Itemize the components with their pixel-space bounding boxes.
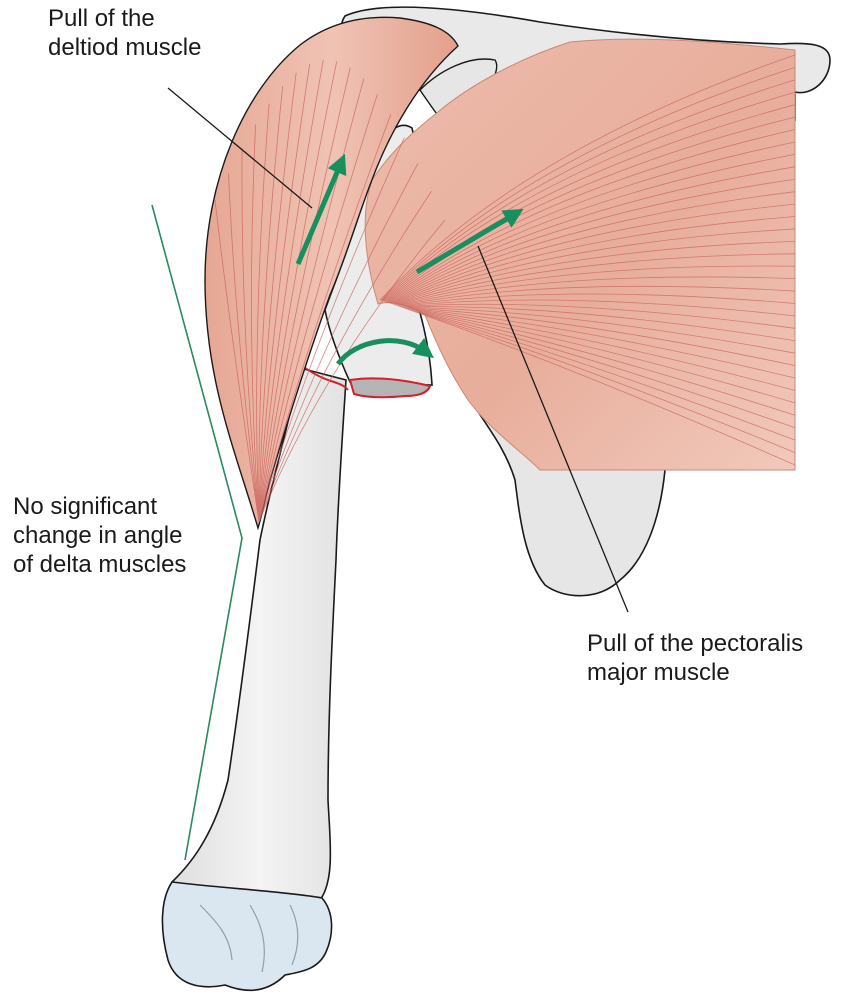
pectoralis-pull-label-line1: Pull of the pectoralis [587,629,803,658]
pectoralis-pull-label-line2: major muscle [587,658,803,687]
angle-note-line2: change in angle [13,521,186,550]
angle-note-label: No significant change in angle of delta … [13,492,186,579]
angle-note-line3: of delta muscles [13,550,186,579]
deltoid-pull-label-line1: Pull of the [48,4,201,33]
angle-note-line1: No significant [13,492,186,521]
deltoid-pull-label: Pull of the deltiod muscle [48,4,201,62]
deltoid-pull-label-line2: deltiod muscle [48,33,201,62]
humerus-distal [162,882,331,990]
pectoralis-pull-label: Pull of the pectoralis major muscle [587,629,803,687]
